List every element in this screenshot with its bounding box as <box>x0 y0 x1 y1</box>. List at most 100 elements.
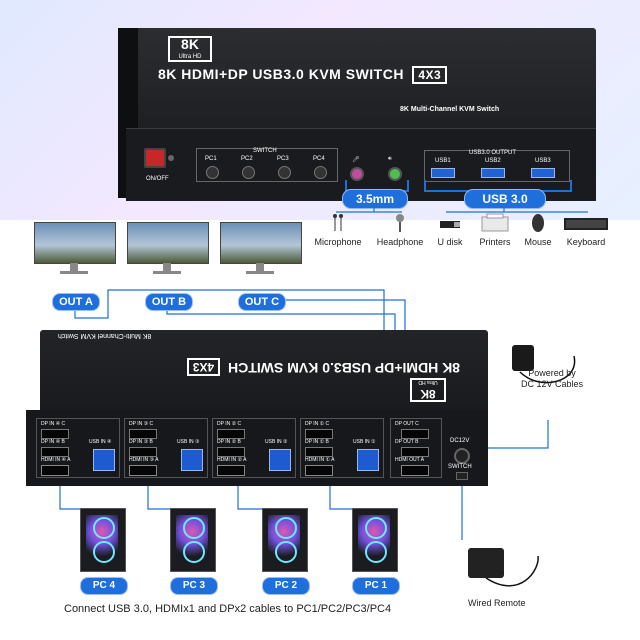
usb2-port[interactable] <box>481 168 505 178</box>
power-switch[interactable] <box>144 148 166 168</box>
switch-group-label: SWITCH <box>253 148 277 154</box>
pc2-dp-c-port[interactable] <box>217 429 245 439</box>
pc3-dp-b-port[interactable] <box>129 447 157 457</box>
pc3-dp-c-label: DP IN ③ C <box>129 421 154 427</box>
power-note-line2: DC 12V Cables <box>520 379 584 389</box>
pc3-usb-label: USB IN ③ <box>177 439 200 445</box>
pc4-fan-icon <box>93 517 115 539</box>
pc4-usb-port[interactable] <box>93 449 115 471</box>
pc2-hdmi-port[interactable] <box>217 465 245 476</box>
monitor-c-screen <box>220 222 302 264</box>
monitor-a-screen <box>34 222 116 264</box>
monitor-a <box>34 222 116 274</box>
pc1-dp-c-port[interactable] <box>305 429 333 439</box>
pc4-dp-c-label: DP IN ④ C <box>41 421 66 427</box>
usb1-label: USB1 <box>435 158 451 164</box>
output-group: DP OUT C DP OUT B HDMI OUT A <box>390 418 442 478</box>
kvm-front-panel <box>126 128 596 201</box>
pc3-dp-c-port[interactable] <box>129 429 157 439</box>
peripheral-mouse: Mouse <box>518 213 558 247</box>
wired-remote-icon <box>468 548 504 578</box>
switch-label-pc1: PC1 <box>205 156 217 162</box>
device-title-text: 8K HDMI+DP USB3.0 KVM SWITCH <box>158 66 404 82</box>
pc4-fan-icon-2 <box>93 541 115 563</box>
rear-8k-logo: 8K Ultra HD <box>410 378 446 402</box>
switch-button-panel: SWITCH PC1 PC2 PC3 PC4 <box>196 148 338 182</box>
pc4-dp-c-port[interactable] <box>41 429 69 439</box>
switch-button-pc4[interactable] <box>314 166 327 179</box>
printers-label: Printers <box>479 237 511 247</box>
pc2-hdmi-a-label: HDMI IN ② A <box>217 457 247 463</box>
pc1-hdmi-port[interactable] <box>305 465 333 476</box>
out-dp-c-port[interactable] <box>401 429 429 439</box>
monitor-a-base <box>60 271 88 274</box>
monitor-c-stand <box>256 263 264 271</box>
pc2-usb-label: USB IN ② <box>265 439 288 445</box>
out-dp-b-port[interactable] <box>401 447 429 457</box>
input-group-pc2: DP IN ② C DP IN ② B HDMI IN ② A USB IN ② <box>212 418 296 478</box>
dc12v-jack[interactable] <box>454 448 470 464</box>
input-group-pc1: DP IN ① C DP IN ① B HDMI IN ① A USB IN ① <box>300 418 384 478</box>
pc1-usb-port[interactable] <box>357 449 379 471</box>
pc3-hdmi-port[interactable] <box>129 465 157 476</box>
pc2-dp-b-label: DP IN ② B <box>217 439 241 445</box>
monitor-b <box>127 222 209 274</box>
remote-switch-jack[interactable] <box>456 472 468 480</box>
rear-4x3-badge: 4X3 <box>186 358 221 376</box>
power-note-line1: Powered by <box>528 368 576 378</box>
power-adapter-icon <box>512 345 534 371</box>
usb1-port[interactable] <box>431 168 455 178</box>
usb3-label: USB3 <box>535 158 551 164</box>
pc4-dp-b-port[interactable] <box>41 447 69 457</box>
pc2-usb-port[interactable] <box>269 449 291 471</box>
peripheral-u-disk: U disk <box>430 213 470 247</box>
out-dp-c-label: DP OUT C <box>395 421 419 427</box>
pc4-tower <box>80 508 126 572</box>
monitor-b-stand <box>163 263 171 271</box>
pc1-dp-c-label: DP IN ① C <box>305 421 330 427</box>
pc1-dp-b-port[interactable] <box>305 447 333 457</box>
rear-subtitle: 8K Multi-Channel KVM Switch <box>58 332 152 339</box>
wired-remote-label: Wired Remote <box>468 598 526 608</box>
8k-logo: 8K Ultra HD <box>168 36 212 62</box>
mouse-icon <box>531 213 545 233</box>
pc2-tower <box>262 508 308 572</box>
power-label: ON/OFF <box>146 176 169 182</box>
switch-button-pc2[interactable] <box>242 166 255 179</box>
switch-button-pc3[interactable] <box>278 166 291 179</box>
usb-callout-pill: USB 3.0 <box>464 189 546 209</box>
pc3-usb-port[interactable] <box>181 449 203 471</box>
peripheral-printers: Printers <box>472 213 518 247</box>
dc12v-label: DC12V <box>450 438 470 444</box>
pc2-dp-c-label: DP IN ② C <box>217 421 242 427</box>
logo-subtext: Ultra HD <box>178 54 202 60</box>
device-title: 8K HDMI+DP USB3.0 KVM SWITCH 4X3 <box>158 66 448 84</box>
rear-title: 8K HDMI+DP USB3.0 KVM SWITCH 4X3 <box>60 358 460 376</box>
out-hdmi-port[interactable] <box>401 465 429 476</box>
usb3-port[interactable] <box>531 168 555 178</box>
pc4-usb-label: USB IN ④ <box>89 439 112 445</box>
rear-title-text: 8K HDMI+DP USB3.0 KVM SWITCH <box>228 360 460 376</box>
switch-label-pc4: PC4 <box>313 156 325 162</box>
usb2-label: USB2 <box>485 158 501 164</box>
pc4-dp-b-label: DP IN ④ B <box>41 439 65 445</box>
pc2-dp-b-port[interactable] <box>217 447 245 457</box>
pc3-fan-icon-2 <box>183 541 205 563</box>
input-group-pc4: DP IN ④ C DP IN ④ B HDMI IN ④ A USB IN ④ <box>36 418 120 478</box>
keyboard-icon <box>563 213 609 233</box>
audio-callout-pill: 3.5mm <box>342 189 408 209</box>
pc1-usb-label: USB IN ① <box>353 439 376 445</box>
keyboard-label: Keyboard <box>566 237 606 247</box>
rear-logo-text: 8K <box>420 387 436 401</box>
mic-jack[interactable] <box>350 167 364 181</box>
4x3-badge: 4X3 <box>412 66 448 84</box>
pc3-hdmi-a-label: HDMI IN ③ A <box>129 457 159 463</box>
pc4-hdmi-port[interactable] <box>41 465 69 476</box>
microphone-icon <box>329 213 347 233</box>
headphone-jack[interactable] <box>388 167 402 181</box>
switch-label-pc2: PC2 <box>241 156 253 162</box>
device-subtitle: 8K Multi-Channel KVM Switch <box>400 106 500 113</box>
headphone-label: Headphone <box>376 237 424 247</box>
switch-button-pc1[interactable] <box>206 166 219 179</box>
